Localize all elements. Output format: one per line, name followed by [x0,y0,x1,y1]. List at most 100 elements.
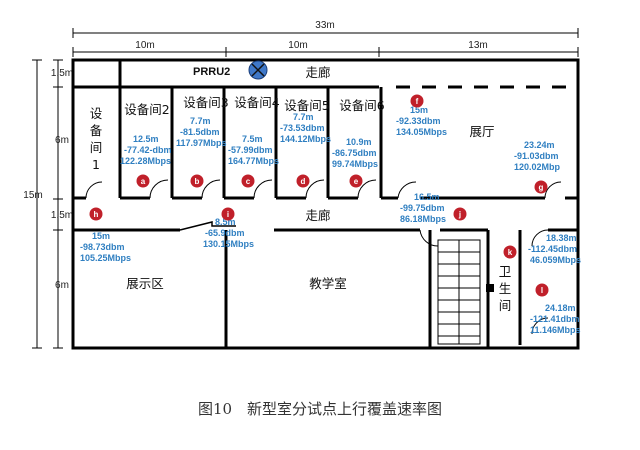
svg-text:7.7m: 7.7m [190,116,211,126]
measurement-b: 7.7m -81.5dbm 117.97Mbps [176,116,227,148]
svg-text:-98.73dbm: -98.73dbm [80,242,125,252]
marker-k: k [503,245,517,259]
room-equip1-l3: 间 [90,140,103,155]
dim-v3: 1.5m [51,210,73,221]
svg-text:-65.9dbm: -65.9dbm [205,228,245,238]
dim-total-height: 15m [23,190,42,201]
svg-text:164.77Mbps: 164.77Mbps [228,156,279,166]
walls [71,58,580,350]
measurement-h: 15m -98.73dbm 105.25Mbps [80,231,131,263]
room-classroom: 教学室 [309,276,347,291]
measurement-k: 18.38m -112.45dbm 46.059Mbps [528,233,581,265]
marker-c: c [241,174,255,188]
stairwell [437,239,481,345]
doors [85,179,562,335]
svg-text:l: l [541,286,543,295]
measurement-c: 7.5m -57.99dbm 164.77Mbps [228,134,279,166]
svg-text:c: c [246,177,251,186]
dim-v1: 1.5m [51,68,73,79]
room-equip6: 设备间6 [339,98,385,113]
svg-text:24.18m: 24.18m [545,303,576,313]
svg-text:7.7m: 7.7m [293,112,314,122]
room-toilet-3: 间 [499,298,512,313]
prru-antenna-icon [248,60,268,80]
svg-text:120.02Mbp: 120.02Mbp [514,162,561,172]
room-equip1-l4: 1 [92,157,100,172]
svg-text:-92.33dbm: -92.33dbm [396,116,441,126]
svg-text:-57.99dbm: -57.99dbm [228,145,273,155]
svg-text:23.24m: 23.24m [524,140,555,150]
room-corridor-top: 走廊 [305,65,330,80]
marker-a: a [136,174,150,188]
svg-text:7.5m: 7.5m [242,134,263,144]
dim-total-width: 33m [315,20,334,31]
room-equip5: 设备间5 [284,98,329,113]
svg-text:18.38m: 18.38m [546,233,577,243]
svg-text:-91.03dbm: -91.03dbm [514,151,559,161]
svg-text:-73.53dbm: -73.53dbm [280,123,325,133]
measurement-a: 12.5m -77.42-dbm 122.28Mbps [120,134,172,166]
svg-text:86.18Mbps: 86.18Mbps [400,214,446,224]
room-toilet-2: 生 [499,281,512,296]
svg-text:10.9m: 10.9m [346,137,372,147]
marker-h: h [89,207,103,221]
svg-text:105.25Mbps: 105.25Mbps [80,253,131,263]
figure-caption: 图10 新型室分试点上行覆盖速率图 [197,400,443,418]
room-hall: 展厅 [469,124,494,139]
marker-f: f [410,94,424,108]
svg-text:144.12Mbps: 144.12Mbps [280,134,331,144]
marker-i: i [221,207,235,221]
dim-v4: 6m [55,280,69,291]
svg-text:46.059Mbps: 46.059Mbps [530,255,581,265]
marker-l: l [535,283,549,297]
room-exhibit: 展示区 [126,276,164,291]
marker-j: j [453,207,467,221]
room-equip1-l2: 备 [90,123,103,138]
marker-b: b [190,174,204,188]
dim-segment-c: 13m [468,40,487,51]
svg-text:-112.45dbm: -112.45dbm [528,244,577,254]
dim-v2: 6m [55,135,69,146]
svg-text:f: f [416,97,419,106]
room-equip3: 设备间3 [183,95,228,110]
svg-text:i: i [227,210,229,219]
prru-label: PRRU2 [193,66,230,78]
svg-text:g: g [539,183,544,192]
room-toilet-1: 卫 [499,264,512,279]
measurement-g: 23.24m -91.03dbm 120.02Mbp [514,140,561,172]
measurement-j: 16.5m -99.75dbm 86.18Mbps [400,192,446,224]
measurement-e: 10.9m -86.75dbm 99.74Mbps [332,137,378,169]
svg-text:15m: 15m [410,105,428,115]
marker-e: e [349,174,363,188]
floor-plan: 33m 10m 10m 13m 15m 1.5m 6m 1.5m 6m [23,20,581,350]
dim-segment-b: 10m [288,40,307,51]
svg-text:12.5m: 12.5m [133,134,159,144]
svg-text:122.28Mbps: 122.28Mbps [120,156,171,166]
measurement-d: 7.7m -73.53dbm 144.12Mbps [280,112,331,144]
column-block [486,284,494,292]
svg-text:d: d [301,177,306,186]
marker-g: g [534,180,548,194]
marker-d: d [296,174,310,188]
svg-text:134.05Mbps: 134.05Mbps [396,127,447,137]
dimension-lines [32,28,579,349]
dim-segment-a: 10m [135,40,154,51]
measurement-i: 8.5m -65.9dbm 130.15Mbps [203,217,254,249]
svg-text:e: e [354,177,359,186]
svg-text:117.97Mbps: 117.97Mbps [176,138,227,148]
svg-text:-77.42-dbm: -77.42-dbm [124,145,172,155]
svg-text:-81.5dbm: -81.5dbm [180,127,220,137]
room-equip1-l1: 设 [90,106,103,121]
svg-text:-86.75dbm: -86.75dbm [332,148,377,158]
room-corridor-mid: 走廊 [305,208,330,223]
svg-text:k: k [508,248,513,257]
svg-text:-99.75dbm: -99.75dbm [400,203,445,213]
svg-text:15m: 15m [92,231,110,241]
svg-text:11.146Mbps: 11.146Mbps [530,325,581,335]
room-equip2: 设备间2 [124,102,169,117]
svg-text:-121.41dbm: -121.41dbm [530,314,580,324]
measurement-l: 24.18m -121.41dbm 11.146Mbps [530,303,581,335]
svg-text:j: j [458,210,461,219]
room-equip4: 设备间4 [234,95,280,110]
svg-text:16.5m: 16.5m [414,192,440,202]
